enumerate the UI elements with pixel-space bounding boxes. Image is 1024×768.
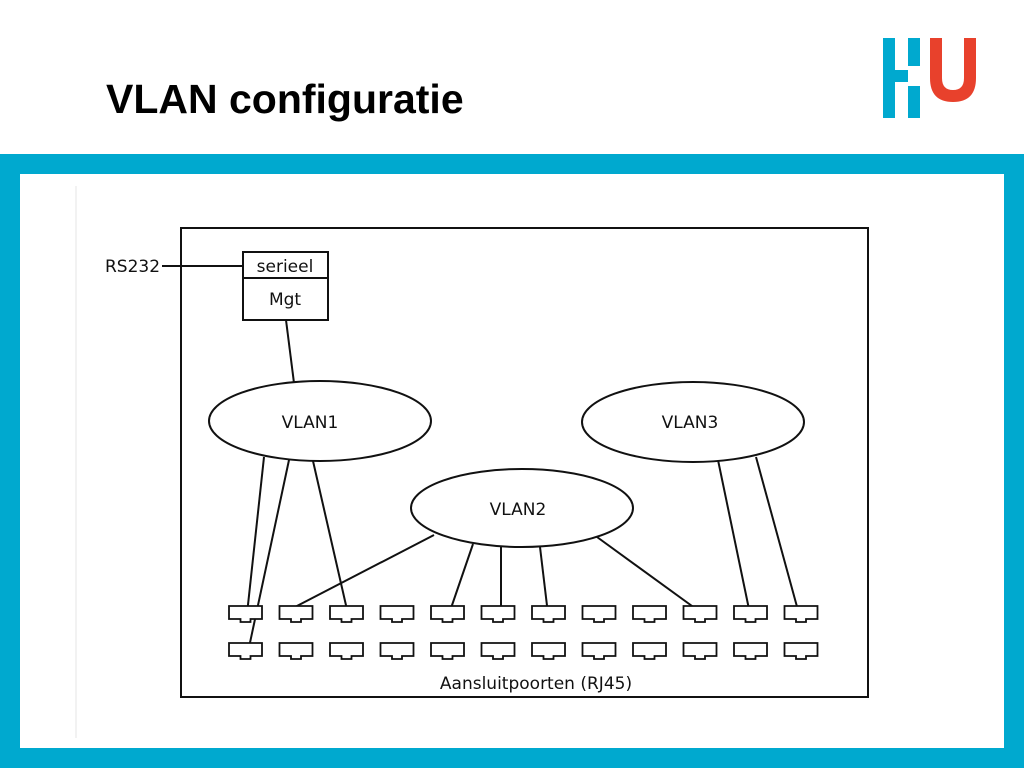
vlan3-links (717, 456, 800, 615)
rj45-port-icon (480, 605, 516, 623)
rj45-port-icon (379, 642, 415, 660)
rj45-port-icon (682, 605, 718, 623)
vlan3-link (717, 459, 751, 615)
vlan3-ellipse (581, 381, 805, 463)
logo-bar-middle-bottom (908, 86, 920, 118)
rj45-port-icon (632, 605, 667, 623)
rs232-label: RS232 (105, 257, 160, 277)
serial-label: serieel (257, 257, 314, 277)
switch-box (180, 227, 869, 698)
rj45-port-icon (733, 642, 768, 660)
rj45-port-icon (783, 605, 819, 623)
vlan2-link (448, 543, 474, 615)
rj45-port-icon (430, 605, 465, 623)
rj45-port-icon (329, 642, 364, 660)
rj45-port-icon (228, 642, 263, 660)
vlan1-link (246, 456, 265, 615)
rj45-port-icon (531, 642, 566, 660)
serial-mgt-box (242, 251, 329, 321)
rj45-port-icon (531, 605, 566, 623)
slide-title: VLAN configuratie (106, 76, 464, 122)
vlan1-label: VLAN1 (282, 413, 339, 433)
rj45-port-icon (278, 642, 314, 660)
ports-label: Aansluitpoorten (RJ45) (440, 674, 632, 694)
rj45-port-icon (329, 605, 364, 623)
vlan2-links (294, 534, 704, 615)
vlan2-link (294, 534, 435, 608)
rj45-port-icon (379, 605, 415, 623)
rj45-port-icon (480, 642, 516, 660)
rj45-port-icon (581, 642, 617, 660)
vlan2-ellipse (410, 468, 634, 548)
mgt-label: Mgt (269, 290, 301, 310)
rj45-port-icon (581, 605, 617, 623)
vlan1-link (312, 460, 349, 615)
vlan1-links (246, 456, 349, 653)
vlan1-ellipse (208, 380, 432, 462)
rj45-ports (228, 605, 819, 660)
logo-bar-middle-top (908, 38, 920, 66)
vlan2-link (596, 536, 704, 615)
rj45-port-icon (783, 642, 819, 660)
rj45-port-icon (682, 642, 718, 660)
rj45-port-icon (278, 605, 314, 623)
vlan2-label: VLAN2 (490, 500, 547, 520)
hu-logo (883, 38, 976, 118)
vlan3-link (755, 456, 800, 615)
rj45-port-icon (733, 605, 768, 623)
vlan3-label: VLAN3 (662, 413, 719, 433)
logo-u (930, 38, 976, 102)
logo-bar-left (883, 38, 895, 118)
vlan1-link (247, 459, 290, 653)
rj45-port-icon (632, 642, 667, 660)
vlan2-link (539, 546, 549, 615)
rj45-port-icon (228, 605, 263, 623)
rj45-port-icon (430, 642, 465, 660)
mgt-to-vlan1-line (285, 319, 295, 384)
logo-crossbar (895, 70, 908, 82)
